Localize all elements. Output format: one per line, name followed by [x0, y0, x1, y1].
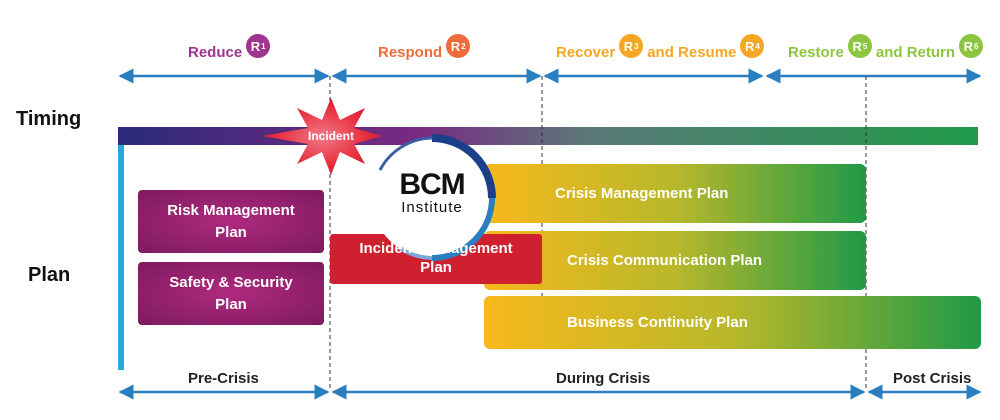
resume-label: and Resume — [647, 43, 737, 61]
plan-label: Plan — [28, 264, 71, 286]
incident-management-plan: Incident Management Plan — [359, 240, 513, 276]
post-crisis-label: Post Crisis — [893, 370, 972, 387]
business-continuity-bg — [484, 296, 981, 349]
timing-label: Timing — [16, 108, 82, 130]
risk-plan-bg — [138, 190, 324, 253]
plan-axis-line — [118, 145, 124, 370]
pre-crisis-label: Pre-Crisis — [188, 370, 259, 387]
safety-plan-bg — [138, 262, 324, 325]
bcm-logo-main: BCM — [399, 168, 465, 201]
reduce-label: Reduce — [188, 43, 243, 61]
crisis-communication-plan: Crisis Communication Plan — [567, 251, 763, 269]
crisis-management-plan: Crisis Management Plan — [555, 184, 729, 202]
incident-label: Incident — [307, 129, 354, 143]
bcm-logo-sub: Institute — [401, 199, 463, 216]
crisis-comm-bg — [484, 231, 866, 290]
risk-management-plan: Risk Management Plan — [167, 201, 295, 241]
safety-security-plan: Safety & Security Plan — [169, 273, 293, 313]
restore-label: Restore — [788, 43, 844, 61]
respond-label: Respond — [378, 43, 443, 61]
timing-bar — [118, 127, 978, 145]
incident-starburst — [262, 98, 382, 175]
during-crisis-label: During Crisis — [556, 370, 651, 387]
crisis-mgmt-bg — [484, 164, 866, 223]
business-continuity-plan: Business Continuity Plan — [567, 313, 748, 331]
return-label: and Return — [875, 43, 956, 61]
recover-label: Recover — [556, 43, 616, 61]
bcm-logo-ring — [372, 134, 496, 261]
bcm-logo: BCM Institute — [384, 170, 480, 216]
